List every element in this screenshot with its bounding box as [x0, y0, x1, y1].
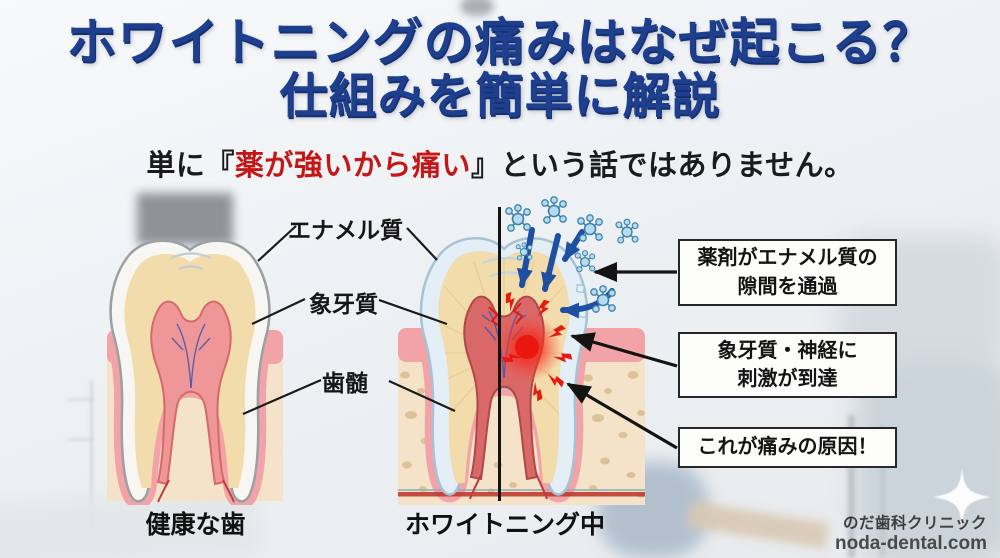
occlusal-groove: [170, 252, 212, 260]
pulp-chamber: [150, 300, 232, 486]
page-title: ホワイトニングの痛みはなぜ起こる？ 仕組みを簡単に解説: [0, 14, 1000, 124]
pulp-nerve-vessel: [176, 323, 192, 389]
molecule-icon: [540, 196, 568, 224]
callout-line: 隙間を通過: [737, 275, 838, 298]
callout-line: 象牙質・神経に: [717, 339, 858, 362]
molecule-icon: [615, 218, 639, 244]
title-line-2: 仕組みを簡単に解説: [279, 70, 721, 123]
molecule-icon: [589, 284, 617, 314]
clinic-name: のだ歯科クリニック: [842, 515, 987, 532]
root-canal-line: [469, 474, 482, 500]
subtitle-highlight: 薬が強いから痛い: [234, 150, 471, 182]
background-tray-shape: [686, 501, 830, 549]
callout-line: これが痛みの原因！: [697, 436, 878, 459]
callout-box-cause-of-pain: これが痛みの原因！: [678, 427, 897, 468]
title-line-1: ホワイトニングの痛みはなぜ起こる？: [66, 14, 934, 70]
clinic-credit: のだ歯科クリニック noda-dental.com: [835, 515, 987, 556]
pulp-nerve-vessel: [171, 337, 211, 351]
callout-line: 薬剤がエナメル質の: [697, 247, 878, 270]
root-canal-line: [535, 472, 548, 500]
molecule-icon: [576, 214, 604, 242]
pain-burst-core: [515, 335, 539, 359]
pulp-nerve-vessel: [190, 323, 206, 389]
molecule-icon: [504, 204, 532, 232]
subtitle: 単に『薬が強いから痛い』という話ではありません。: [0, 142, 1000, 184]
molecule-icon: [574, 249, 596, 273]
label-enamel: エナメル質: [288, 217, 403, 243]
pain-crack: [512, 302, 524, 325]
root-canal-line: [222, 479, 235, 503]
whitening-tooth-diagram: [398, 196, 645, 505]
callout-line: 刺激が到達: [737, 368, 838, 390]
callout-box-stimulus-reaches-nerve: 象牙質・神経に 刺激が到達: [678, 332, 897, 398]
callout-box-agent-passes-enamel: 薬剤がエナメル質の 隙間を通過: [678, 239, 897, 306]
clinic-website: noda-dental.com: [834, 533, 987, 555]
subtitle-prefix: 単に『: [146, 150, 235, 182]
label-pulp: 歯髄: [322, 370, 368, 396]
root-canal-line: [157, 479, 170, 503]
occlusal-groove: [178, 265, 204, 271]
bone-red-line: [398, 492, 645, 497]
subtitle-suffix: 』という話ではありません。: [470, 150, 854, 182]
healthy-tooth-diagram: [85, 239, 283, 505]
healthy-tooth-caption: 健康な歯: [145, 511, 246, 539]
whitening-tooth-caption: ホワイトニング中: [404, 511, 605, 539]
label-dentin: 象牙質: [309, 291, 378, 317]
pain-crack: [488, 306, 502, 328]
enamel-gap-notch: [575, 283, 586, 294]
sparkle-icon: [933, 468, 991, 526]
